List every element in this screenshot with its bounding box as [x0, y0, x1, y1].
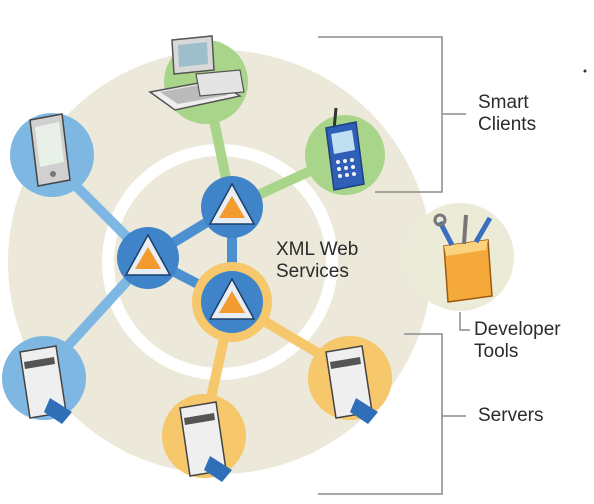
- web-service-hub-left: [117, 227, 179, 289]
- bracket-smart-clients: [318, 36, 466, 193]
- group-label-line2: Clients: [478, 114, 537, 135]
- group-label-line2: Tools: [474, 341, 519, 362]
- center-label-line2: Services: [276, 261, 349, 282]
- server-left: [2, 336, 86, 424]
- group-label-smart-clients: Smart Clients: [478, 92, 536, 136]
- group-label-line1: Smart: [478, 92, 529, 113]
- stray-mark: [583, 69, 587, 73]
- group-label-line1: Servers: [478, 405, 544, 426]
- bracket-servers: [318, 333, 466, 495]
- server-right: [308, 336, 392, 424]
- desktop-computer: [148, 35, 248, 124]
- mobile-phone: [305, 107, 385, 195]
- web-service-hub-top: [201, 176, 263, 238]
- group-label-line1: Developer: [474, 319, 561, 340]
- center-label: XML Web Services: [276, 239, 358, 283]
- server-bottom: [162, 394, 246, 482]
- group-label-servers: Servers: [478, 405, 543, 427]
- pocket-pc: [10, 113, 94, 197]
- center-label-line1: XML Web: [276, 239, 359, 260]
- web-service-hub-bottom: [201, 271, 263, 333]
- bracket-developer-tools: [459, 312, 470, 331]
- group-label-developer-tools: Developer Tools: [474, 319, 561, 363]
- developer-toolbox: [406, 203, 514, 311]
